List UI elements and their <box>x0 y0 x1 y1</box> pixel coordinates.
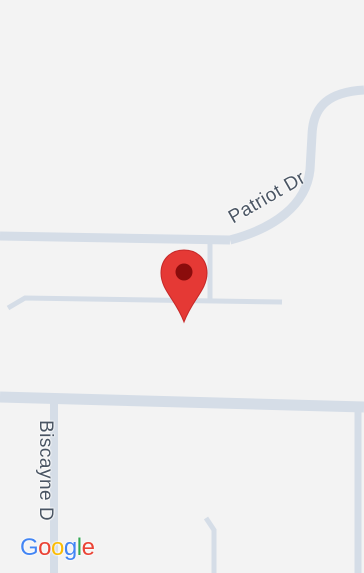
logo-letter: e <box>81 534 95 561</box>
location-pin-icon[interactable] <box>158 248 210 324</box>
logo-letter: g <box>63 534 77 561</box>
road-main <box>0 391 364 413</box>
google-logo[interactable]: Google <box>20 534 95 562</box>
logo-letter: o <box>51 534 64 561</box>
road-label-biscayne: Biscayne D <box>35 420 56 522</box>
logo-letter: l <box>76 534 82 561</box>
logo-letter: o <box>38 534 52 561</box>
road-minor-bottom <box>203 516 217 573</box>
logo-letter: G <box>20 534 39 561</box>
road-patriot-dr-curve <box>228 85 364 245</box>
road-minor <box>6 295 283 311</box>
road-patriot-dr <box>0 231 231 245</box>
